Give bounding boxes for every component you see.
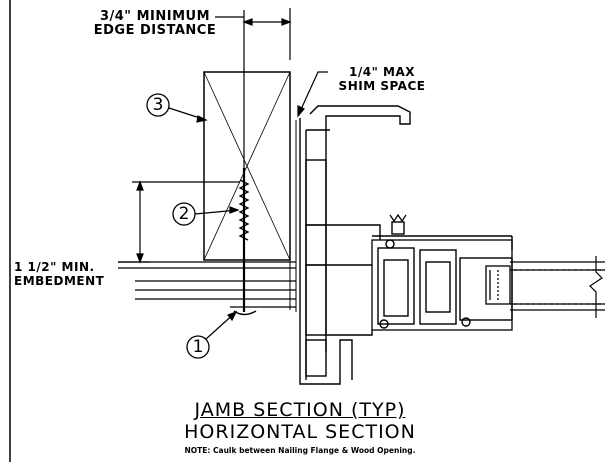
shim-space-leader bbox=[297, 71, 328, 118]
drawing-subtitle: HORIZONTAL SECTION bbox=[184, 421, 416, 443]
embedment-line2: EMBEDMENT bbox=[14, 274, 105, 288]
glazing-unit bbox=[485, 261, 605, 311]
embedment-dimension bbox=[118, 180, 240, 264]
screw-fastener bbox=[233, 168, 257, 316]
edge-distance-line1: 3/4" MINIMUM bbox=[99, 9, 211, 24]
drawing-title: JAMB SECTION (TYP) bbox=[194, 399, 406, 421]
callout-1-marker bbox=[186, 310, 238, 359]
callout-1-number: 1 bbox=[192, 337, 204, 357]
embedment-label: 1 1/2" MIN. EMBEDMENT bbox=[14, 260, 134, 288]
edge-distance-label: 3/4" MINIMUM EDGE DISTANCE bbox=[80, 10, 230, 38]
caulk-note: NOTE: Caulk between Nailing Flange & Woo… bbox=[184, 446, 416, 455]
shim-line2: SHIM SPACE bbox=[338, 79, 426, 93]
embedment-line1: 1 1/2" MIN. bbox=[14, 260, 95, 274]
callout-2-number: 2 bbox=[178, 204, 190, 224]
break-line bbox=[589, 256, 603, 318]
edge-distance-line2: EDGE DISTANCE bbox=[93, 23, 217, 38]
window-frame-extrusion bbox=[299, 105, 513, 385]
wall-framing-layers bbox=[118, 261, 296, 308]
callout-3-marker bbox=[146, 93, 208, 123]
callout-3-number: 3 bbox=[152, 95, 164, 115]
shim-line1: 1/4" MAX bbox=[349, 65, 415, 79]
wood-stud-block bbox=[203, 71, 291, 261]
callout-2-marker bbox=[172, 202, 240, 226]
edge-distance-dimension bbox=[215, 8, 292, 310]
shim-space-label: 1/4" MAX SHIM SPACE bbox=[322, 65, 442, 93]
